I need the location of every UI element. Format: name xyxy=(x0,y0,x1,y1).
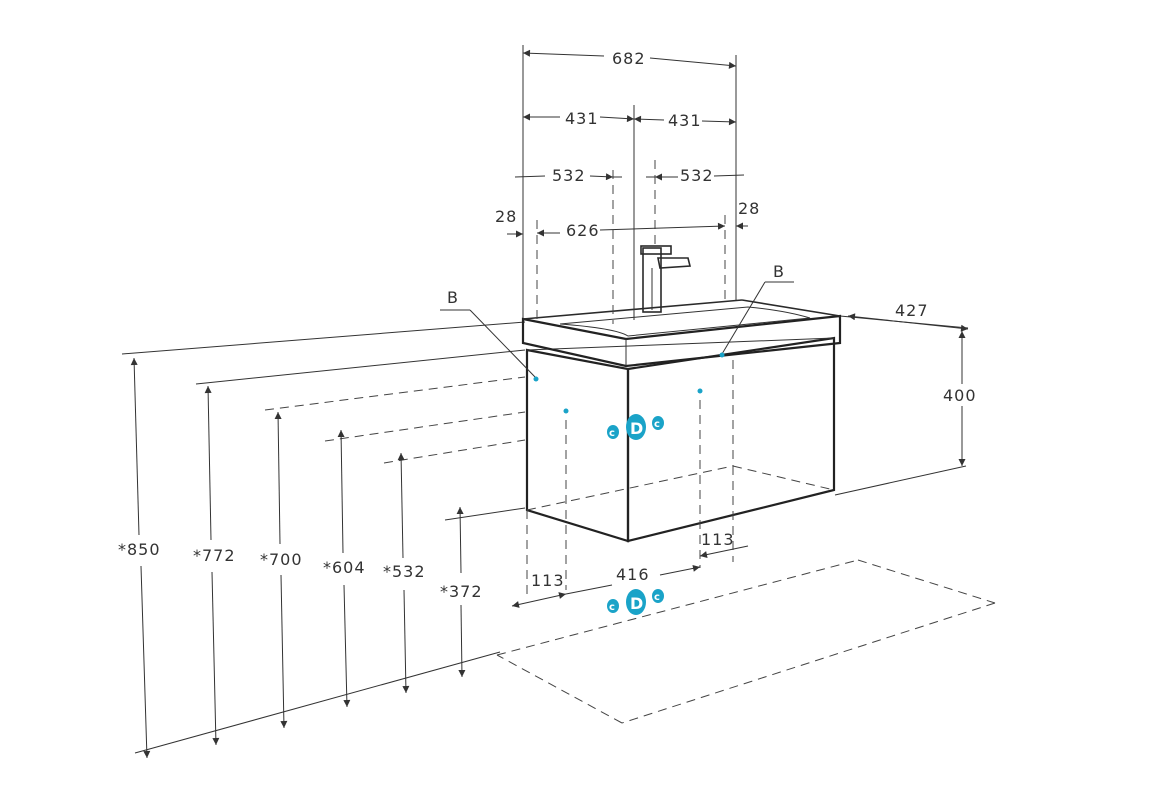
dim-532-left: 532 xyxy=(514,166,622,185)
height-label-532: *532 xyxy=(383,562,426,581)
drain-marker-label: D xyxy=(630,419,643,438)
dim-label-626: 626 xyxy=(566,221,600,240)
dim-label-532-right: 532 xyxy=(680,166,714,185)
height-label-372: *372 xyxy=(440,582,483,601)
height-dimensions: *850 *772 *700 *604 *532 *372 xyxy=(118,357,483,759)
dim-label-532-left: 532 xyxy=(552,166,586,185)
drain-marker-icon xyxy=(626,589,646,615)
connection-marker-floor: D c c xyxy=(607,589,664,615)
bottom-projection-lines xyxy=(526,400,734,600)
attachment-point xyxy=(697,388,703,394)
water-inlet-label: c xyxy=(654,419,660,430)
callout-b-right: B xyxy=(719,262,794,358)
water-inlet-icon xyxy=(607,425,619,439)
dim-label-431-right: 431 xyxy=(668,111,702,130)
dim-label-113-right: 113 xyxy=(701,530,735,549)
dim-label-28-right: 28 xyxy=(738,199,760,218)
height-label-700: *700 xyxy=(260,550,303,569)
dim-431-right: 431 xyxy=(633,111,737,130)
faucet-icon xyxy=(640,245,692,313)
dim-label-416: 416 xyxy=(616,565,650,584)
water-inlet-label: c xyxy=(654,592,660,603)
wall-lines xyxy=(121,315,969,754)
height-label-604: *604 xyxy=(323,558,366,577)
dim-label-400: 400 xyxy=(943,386,977,405)
dim-label-28-left: 28 xyxy=(495,207,517,226)
dim-label-431-left: 431 xyxy=(565,109,599,128)
connection-marker-wall: D c c xyxy=(607,414,664,440)
dim-532-right: 532 xyxy=(646,166,745,185)
attachment-point xyxy=(533,376,539,382)
callout-label-b-right: B xyxy=(773,262,785,281)
water-inlet-icon xyxy=(607,599,619,613)
callout-b-left: B xyxy=(440,288,539,382)
dim-400: 400 xyxy=(943,331,977,466)
attachment-point xyxy=(563,408,569,414)
dim-label-113-left: 113 xyxy=(531,571,565,590)
callout-label-b-left: B xyxy=(447,288,459,307)
dim-bottom: 113 416 113 xyxy=(511,530,749,608)
water-inlet-label: c xyxy=(609,602,615,613)
height-label-772: *772 xyxy=(193,546,236,565)
dim-label-682: 682 xyxy=(612,49,646,68)
dim-431-left: 431 xyxy=(523,109,635,128)
floor-footprint xyxy=(496,559,996,724)
dim-427: 427 xyxy=(847,301,969,332)
drain-marker-icon xyxy=(626,414,646,440)
dim-label-427: 427 xyxy=(895,301,929,320)
height-label-850: *850 xyxy=(118,540,161,559)
water-inlet-label: c xyxy=(609,428,615,439)
dim-626: 626 28 28 xyxy=(495,199,760,240)
cabinet xyxy=(525,336,836,543)
water-inlet-icon xyxy=(652,589,664,603)
dim-682: 682 xyxy=(522,49,737,69)
attachment-point xyxy=(719,352,725,358)
basin xyxy=(521,299,842,368)
water-inlet-icon xyxy=(652,416,664,430)
drain-marker-label: D xyxy=(630,594,643,613)
